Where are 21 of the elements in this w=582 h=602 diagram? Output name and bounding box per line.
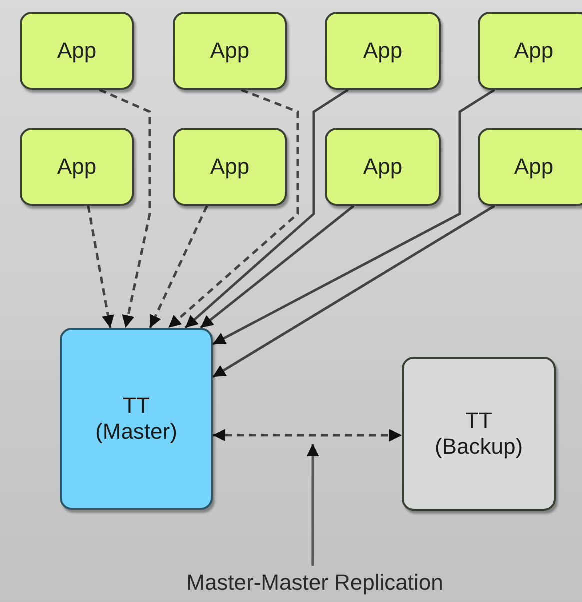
app-box: App: [478, 12, 582, 90]
arrow: [212, 88, 496, 346]
arrow: [184, 88, 349, 329]
app-box: App: [478, 128, 582, 206]
backup-server-box: TT (Backup): [402, 357, 556, 511]
app-box: App: [325, 12, 441, 90]
app-box: App: [173, 12, 287, 90]
app-box: App: [20, 128, 134, 206]
master-server-box: TT (Master): [60, 328, 213, 510]
double-arrow: [213, 429, 402, 442]
arrow: [99, 88, 152, 328]
app-box: App: [325, 128, 441, 206]
arrow: [168, 88, 300, 329]
arrow: [87, 206, 114, 328]
arrow: [149, 205, 208, 329]
pointer-arrow: [306, 444, 320, 566]
app-box: App: [20, 12, 134, 90]
arrow: [212, 204, 496, 378]
app-box: App: [173, 128, 287, 206]
arrow: [200, 205, 355, 329]
annotation-text: Master-Master Replication: [110, 566, 520, 600]
